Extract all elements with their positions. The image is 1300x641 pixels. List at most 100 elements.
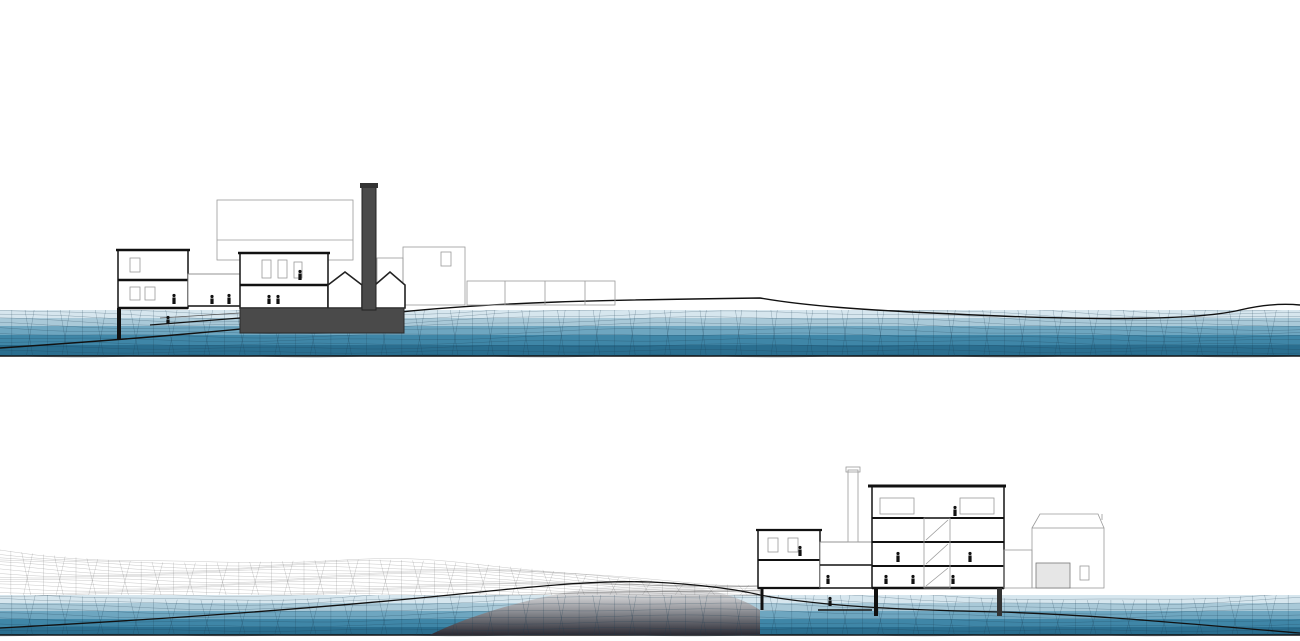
chimney-cap [845, 466, 861, 473]
mesh-line [477, 563, 487, 596]
terrain-profile [0, 581, 1300, 634]
mesh-line [0, 310, 1300, 319]
people [166, 269, 302, 324]
section-lower [0, 370, 1300, 641]
mesh-line [24, 310, 33, 357]
mesh-line [664, 595, 672, 636]
mesh-line [153, 562, 164, 596]
mesh-line [314, 560, 325, 596]
person-silhouette-icon [267, 294, 271, 304]
mesh-line [806, 310, 813, 357]
person-silhouette-icon [828, 596, 832, 606]
mesh-line [95, 310, 104, 357]
window [129, 257, 141, 273]
mesh-line [132, 598, 142, 636]
mesh-line [61, 595, 72, 636]
mesh-line [121, 561, 131, 596]
person-silhouette-icon [298, 269, 302, 280]
mesh-line [0, 590, 761, 596]
mesh-line [218, 562, 229, 596]
mesh-line [412, 560, 422, 596]
mesh-line [592, 310, 601, 357]
mesh-line [0, 573, 761, 592]
mesh-line [577, 574, 587, 596]
mesh-line [379, 559, 390, 596]
mesh-line [203, 310, 213, 357]
mesh-line [1264, 310, 1274, 357]
mesh-line [1051, 599, 1061, 636]
mesh-line [735, 595, 743, 636]
chimney-icon [361, 185, 377, 311]
mesh-line [593, 595, 602, 636]
mesh-line [1052, 310, 1061, 357]
mesh-line [200, 599, 211, 636]
person-silhouette-icon [798, 545, 802, 556]
mesh-line [1016, 598, 1026, 636]
window [959, 497, 995, 515]
mesh-line [512, 567, 522, 596]
mesh-line [544, 571, 554, 596]
mesh-line [738, 584, 748, 596]
mesh-line [912, 595, 922, 636]
window [767, 537, 779, 553]
mesh-line [21, 552, 31, 596]
mesh-line [1264, 595, 1274, 636]
mesh-line [735, 310, 742, 357]
mesh-line [1193, 310, 1203, 357]
mesh-line [165, 599, 175, 636]
mesh-line [663, 595, 671, 636]
mesh-line [699, 310, 707, 357]
window [879, 497, 915, 515]
mesh-line [628, 595, 636, 636]
mesh-line [664, 310, 672, 357]
mesh-line [449, 595, 459, 636]
mesh-line [628, 310, 636, 357]
mesh-line [0, 549, 761, 587]
column [874, 588, 878, 616]
mesh-line [770, 310, 778, 357]
mesh-line [97, 597, 107, 636]
background-building [1003, 549, 1033, 589]
mesh-line [1019, 598, 1029, 636]
mesh-line [0, 581, 761, 593]
terrain-mesh-upper [0, 549, 761, 597]
mesh-line [521, 595, 530, 636]
mesh-line [769, 595, 778, 636]
underground-void [430, 584, 760, 635]
mesh-line [60, 310, 69, 357]
section-upper-drawing [0, 183, 1300, 358]
mesh-line [841, 310, 849, 357]
mesh-line [983, 310, 992, 357]
mesh-line [510, 566, 520, 596]
mesh-line [282, 561, 292, 596]
mesh-line [0, 577, 761, 592]
mesh-line [316, 560, 326, 596]
mesh-line [271, 599, 281, 636]
mesh-line [446, 562, 457, 596]
stair-flight [925, 519, 949, 541]
person-silhouette-icon [884, 574, 888, 584]
shed-roof [327, 270, 363, 309]
person-silhouette-icon [953, 505, 957, 516]
mesh-line [35, 595, 1273, 601]
person-silhouette-icon [227, 293, 231, 304]
person-silhouette-icon [896, 551, 900, 562]
mesh-line [416, 310, 425, 357]
mesh-line [249, 561, 259, 596]
mesh-line [26, 310, 35, 357]
window [129, 286, 141, 301]
roof-line [1031, 513, 1105, 529]
mesh-line [948, 310, 956, 357]
window [293, 261, 303, 279]
mesh-line [54, 555, 64, 596]
shutter-facade [1035, 562, 1071, 589]
mesh-line [444, 561, 455, 596]
mesh-line [1196, 597, 1206, 636]
chimney [845, 466, 861, 543]
mesh-line [251, 561, 261, 596]
mesh-line [699, 310, 707, 357]
stair-flight [925, 567, 949, 587]
mesh-line [184, 562, 194, 596]
mesh-line [1231, 596, 1242, 636]
mesh-line [1158, 310, 1168, 357]
